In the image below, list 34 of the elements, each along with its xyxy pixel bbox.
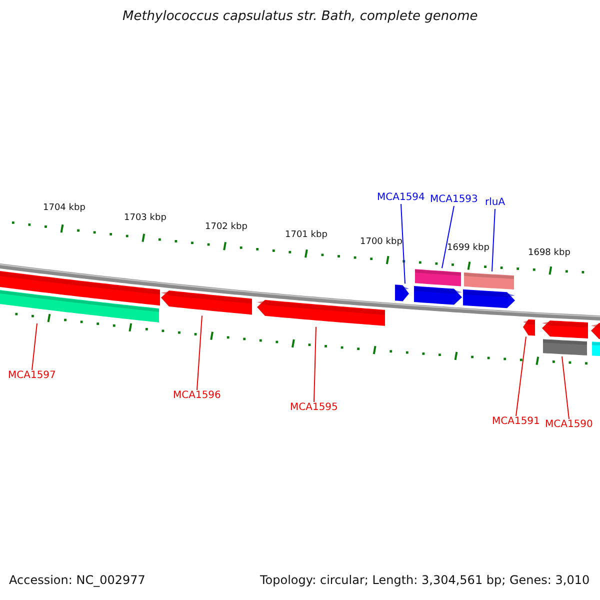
scale-label: 1701 kbp	[285, 230, 328, 240]
gene-segment	[542, 320, 588, 356]
leader-line	[314, 326, 316, 402]
gene-label: MCA1590	[545, 419, 593, 430]
gene-segment	[591, 322, 600, 357]
gene-label: MCA1596	[173, 390, 221, 402]
leader-line	[196, 315, 202, 390]
title: Methylococcus capsulatus str. Bath, complete genome	[122, 10, 478, 25]
gene-label: MCA1593	[430, 194, 478, 206]
scale-label: 1704 kbp	[43, 203, 86, 214]
leader-line	[492, 208, 496, 272]
scale-label: 1698 kbp	[528, 248, 570, 258]
leader-line	[400, 204, 406, 284]
leader-line	[516, 336, 526, 416]
gene-segment	[161, 290, 252, 315]
gene-segment	[0, 270, 160, 322]
scale-label: 1700 kbp	[360, 237, 402, 248]
gene-label: MCA1591	[492, 416, 540, 428]
accession-text: Accession: NC_002977	[9, 574, 146, 588]
gene-segment	[257, 300, 385, 326]
gene-segment	[523, 319, 535, 336]
leader-line	[32, 322, 38, 370]
gene-label: MCA1595	[290, 402, 338, 414]
gene-label: MCA1594	[377, 192, 425, 204]
gene-label: MCA1597	[8, 370, 56, 382]
leader-line	[442, 206, 454, 269]
genome-info-text: Topology: circular; Length: 3,304,561 bp; Genes: 3,010	[260, 574, 590, 588]
gene-segment	[463, 272, 515, 308]
scale-label: 1703 kbp	[124, 213, 166, 224]
scale-label: 1699 kbp	[447, 243, 490, 254]
gene-segment	[395, 284, 409, 302]
scale-label: 1702 kbp	[205, 222, 248, 232]
gene-segment	[414, 269, 462, 305]
gene-label: rluA	[485, 197, 506, 208]
